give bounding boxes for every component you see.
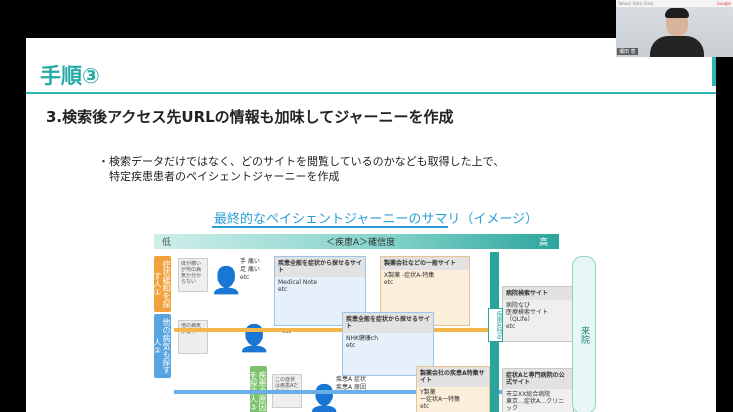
site-card-head: 製薬会社などの一般サイト (381, 257, 469, 270)
slide-title: 手順③ (40, 64, 100, 88)
diagram-title: 最終的なペイシェントジャーニーのサマリ（イメージ） (214, 212, 539, 227)
site-card-4: 病院検索サイト 病院なび 医療検索サイト（QLife） etc (502, 286, 574, 342)
webcam-topbar-left: Yahoo! Data Strat (618, 1, 654, 6)
persona-label-2: 他の病気も探す人② (153, 314, 171, 378)
bullet-line-2: 特定疾患患者のペイシェントジャーニーを作成 (109, 170, 340, 183)
bullet-line-1: ・検索データだけではなく、どのサイトを閲覧しているのかなども取得した上で、 (98, 155, 505, 168)
person-at-laptop-icon-1: 👤 (210, 266, 243, 296)
hospital-visit-label: 来院 (572, 256, 596, 412)
slide-accent-strip (712, 56, 716, 86)
presentation-slide: 手順③ 3.検索後アクセス先URLの情報も加味してジャーニーを作成 ・検索データ… (26, 38, 716, 412)
site-card-line: Medical Note (278, 279, 318, 286)
site-card-line: etc (384, 279, 394, 286)
checklist-item: 疾患A 症状 (336, 376, 367, 383)
site-card-line: 医療検索サイト（QLife） (506, 309, 549, 323)
speaker-hair (665, 8, 689, 18)
site-card-3: 疾患全般を症状から探せるサイト NHK健康ch etc (342, 312, 434, 376)
site-card-line: 東京…症状A…クリニック (506, 398, 565, 412)
patient-journey-diagram: 最終的なペイシェントジャーニーのサマリ（イメージ） 低 ＜疾患A＞確信度 高 症… (153, 208, 596, 412)
bullet-point: ・検索データだけではなく、どのサイトを閲覧しているのかなども取得した上で、 特定… (98, 154, 504, 184)
checklist-item: 疾患A 原因 (336, 384, 367, 391)
site-card-line: Y製薬 (420, 389, 436, 396)
checklist-item: 手 痛い (240, 258, 260, 265)
site-card-head: 疾患全般を症状から探せるサイト (275, 257, 365, 277)
thought-bubble-1: 体が痛いが何の病気か分からない (178, 258, 208, 292)
speaker-name-tag: 瀬田 恵 (617, 48, 638, 55)
site-card-line: etc (420, 403, 430, 410)
search-checklist-1: 手 痛い 足 痛い etc (240, 258, 260, 282)
slide-title-bar: 手順③ (26, 56, 716, 94)
journey-flow-arrow-2 (174, 390, 559, 394)
site-card-line: etc (278, 286, 288, 293)
speaker-body (650, 36, 704, 57)
confidence-bar: 低 ＜疾患A＞確信度 高 (154, 234, 559, 249)
site-card-head: 疾患全般を症状から探せるサイト (343, 313, 433, 333)
webcam-topbar-right: Google (716, 1, 731, 6)
disease-identified-label: 疾患A特定 (488, 308, 503, 343)
persona-label-1: 症状緩和を探す人① (153, 256, 171, 312)
confidence-label: ＜疾患A＞確信度 (326, 238, 396, 248)
site-card-5: 製薬会社の疾患A特集サイト Y製薬 一症状A一特集 etc (416, 366, 490, 412)
site-card-line: NHK健康ch (346, 335, 379, 342)
search-checklist-3: 疾患A 症状 疾患A 原因 (336, 376, 366, 392)
site-card-line: 一症状A一特集 (420, 396, 461, 403)
site-card-head: 病院検索サイト (503, 287, 573, 300)
site-card-line: etc (346, 342, 356, 349)
site-card-line: etc (506, 323, 516, 330)
checklist-item: 足 痛い (240, 266, 260, 273)
site-card-6: 症状Aと専門病院の公式サイト 市立XX総合病院 東京…症状A…クリニック (502, 368, 574, 412)
site-card-head: 症状Aと専門病院の公式サイト (503, 369, 573, 389)
webcam-top-bar: Yahoo! Data Strat Google (616, 0, 733, 7)
site-card-head: 製薬会社の疾患A特集サイト (417, 367, 489, 387)
persona-label-3: 疾患の原因を探す人③ (249, 366, 267, 412)
thought-bubble-2: 他の病気か疑う (178, 320, 208, 354)
site-card-line: 病院なび (506, 302, 531, 309)
webcam-thumbnail[interactable]: Yahoo! Data Strat Google 瀬田 恵 (616, 0, 733, 57)
confidence-high-label: 高 (539, 238, 549, 248)
site-card-line: X製薬 -症状A-特集 (384, 272, 435, 279)
site-card-line: 市立XX総合病院 (506, 391, 551, 398)
diagram-title-underline (212, 226, 448, 228)
checklist-item: etc (240, 274, 250, 281)
confidence-low-label: 低 (162, 238, 172, 248)
section-heading: 3.検索後アクセス先URLの情報も加味してジャーニーを作成 (46, 108, 454, 126)
